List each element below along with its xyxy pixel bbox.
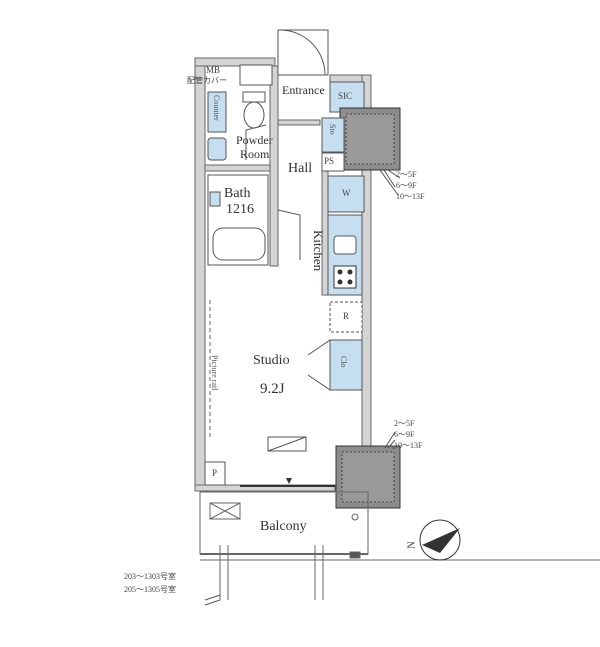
- closet: [329, 339, 363, 391]
- floors-bottom-2: 6～9F: [394, 430, 415, 439]
- sic-box: [329, 81, 365, 113]
- mb-label: MB: [206, 65, 221, 75]
- room-numbers-1: 203～1303号室: [124, 572, 176, 581]
- bathtub: [212, 227, 266, 261]
- picture-rail-label: Picture rail: [210, 355, 219, 391]
- balcony: [199, 491, 600, 600]
- kitchen-label: Kitchen: [311, 230, 326, 272]
- room-numbers-2: 205～1305号室: [124, 585, 176, 594]
- ps-box: [321, 152, 345, 172]
- entrance-door: [277, 29, 329, 76]
- floors-top-1: 2～5F: [396, 170, 417, 179]
- counter-box: [207, 91, 227, 133]
- balcony-label: Balcony: [260, 519, 307, 534]
- hall-label: Hall: [288, 161, 313, 176]
- mb-box: [239, 64, 273, 86]
- w-box: [327, 175, 365, 213]
- floors-top-3: 10～13F: [396, 192, 425, 201]
- fridge-space: [329, 301, 363, 333]
- sic-label: SIC: [338, 91, 353, 101]
- r-label: R: [343, 311, 350, 321]
- sto-box: [321, 117, 345, 153]
- toilet: [242, 91, 266, 129]
- bath-label: Bath: [224, 186, 251, 201]
- north-label: N: [406, 541, 418, 549]
- w-label: W: [342, 188, 351, 198]
- entrance-label: Entrance: [282, 83, 325, 97]
- studio-size-label: 9.2J: [260, 381, 285, 397]
- bath-size-label: 1216: [226, 202, 254, 217]
- pipe-cover-label: 配管カバー: [187, 76, 227, 85]
- powder-room-label-1: Powder: [236, 133, 273, 147]
- sink: [207, 137, 227, 161]
- clo-label: Clo: [339, 356, 348, 368]
- floors-bottom-1: 2～5F: [394, 419, 415, 428]
- counter-label: Counter: [212, 95, 221, 121]
- floors-top-2: 6～9F: [396, 181, 417, 190]
- sto-label: Sto: [328, 124, 337, 135]
- powder-room-label-2: Room: [240, 147, 270, 161]
- compass-icon: [419, 519, 461, 561]
- floors-bottom-3: 10～13F: [394, 441, 423, 450]
- studio-label: Studio: [253, 353, 290, 368]
- ps-label: PS: [324, 156, 335, 166]
- p-label: P: [212, 468, 218, 478]
- p-box: [204, 461, 226, 486]
